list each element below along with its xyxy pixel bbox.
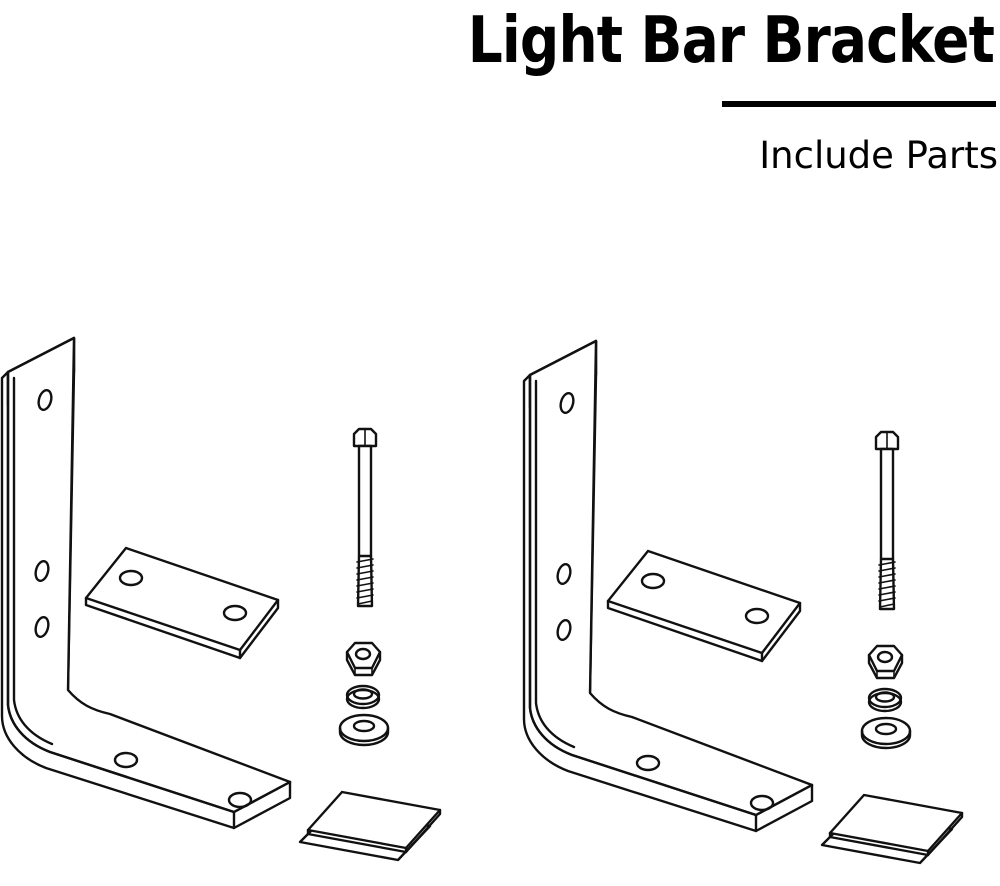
title-divider xyxy=(722,101,996,107)
kit-1 xyxy=(0,336,442,862)
header: Light Bar Bracket Include Parts xyxy=(0,0,1000,200)
page-title: Light Bar Bracket xyxy=(467,4,995,78)
page-subtitle: Include Parts xyxy=(759,134,998,177)
kit-2 xyxy=(522,339,964,865)
